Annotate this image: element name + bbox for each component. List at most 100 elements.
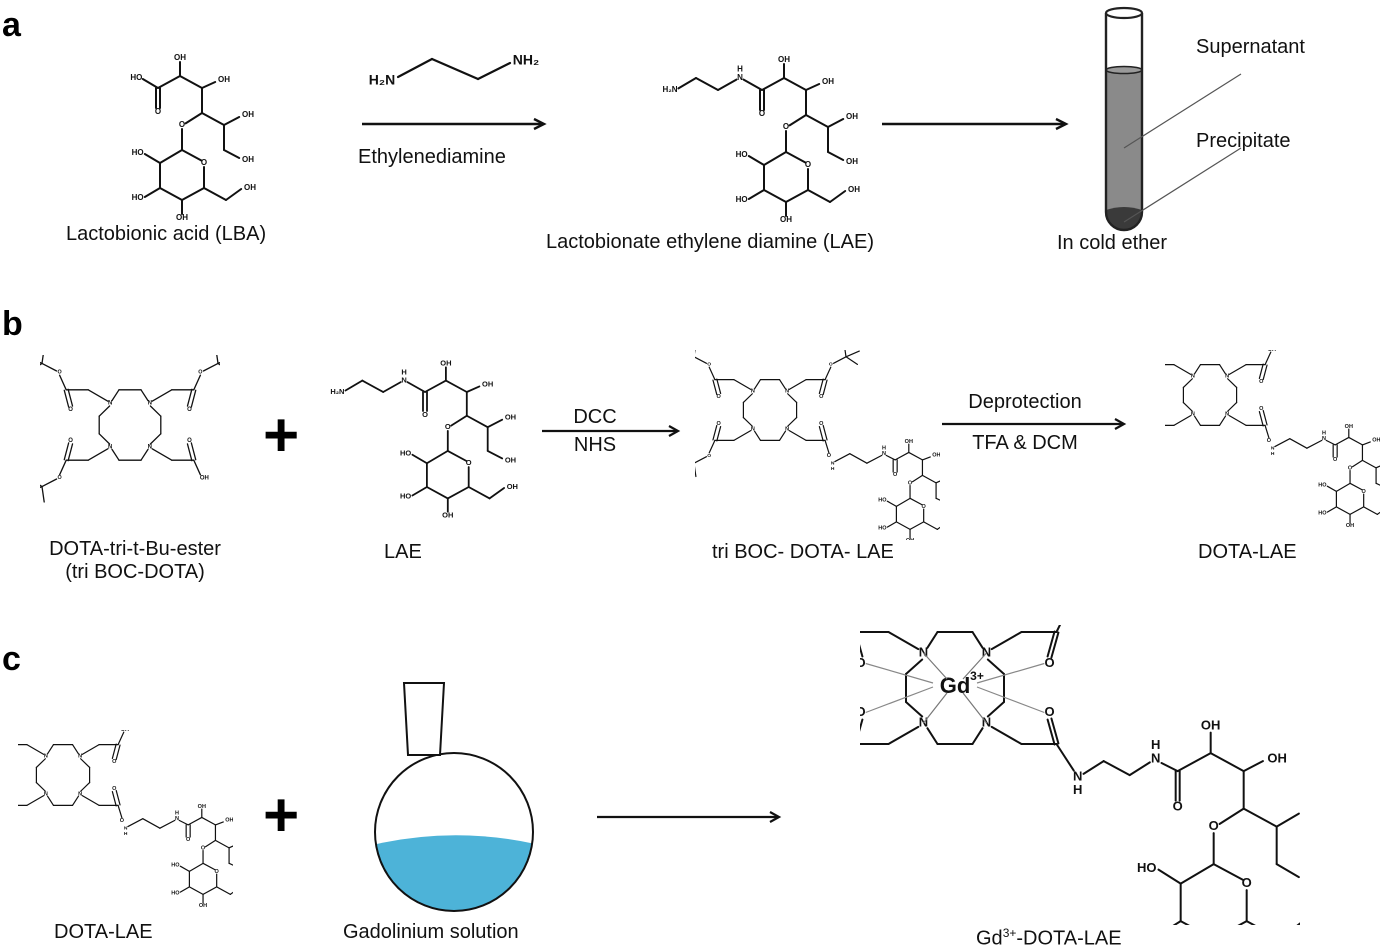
atom-label: O — [201, 845, 206, 851]
bond — [1262, 409, 1268, 426]
atom-label: HO — [130, 73, 142, 82]
panel-a-label: a — [2, 6, 21, 44]
bond — [223, 149, 241, 159]
bond — [228, 862, 233, 866]
bond — [1237, 920, 1248, 925]
bond — [860, 644, 864, 658]
supernatant-fill — [1106, 70, 1142, 214]
atom-label: O — [1333, 457, 1338, 463]
nhs-label: NHS — [573, 434, 617, 456]
bond — [1289, 438, 1308, 449]
bond — [1274, 438, 1291, 448]
atom-label: O — [179, 120, 185, 129]
bond — [834, 453, 851, 463]
bond — [181, 187, 205, 201]
atom-label: O — [1348, 465, 1353, 471]
bond — [1218, 415, 1227, 427]
bond — [117, 731, 125, 746]
reaction-arrow-c — [597, 811, 782, 823]
atom-label: N — [1191, 373, 1195, 379]
bond — [98, 433, 111, 445]
bond — [26, 744, 45, 755]
atom-label: N — [1191, 411, 1195, 417]
bond — [860, 718, 864, 732]
bond — [111, 389, 120, 402]
atom-label: O — [922, 504, 927, 510]
atom-label: N — [882, 451, 886, 457]
bond — [40, 484, 43, 488]
dota-lae-structure-b: NNNNOHOOOHOHOOONHNHOOHOHOHOHOOHOHOOHOH — [1165, 350, 1380, 529]
atom-label: O — [1242, 875, 1252, 890]
bond — [805, 83, 821, 91]
bond — [844, 350, 847, 358]
tri-boc-dota-label: DOTA-tri-t-Bu-ester (tri BOC-DOTA) — [30, 538, 240, 584]
bond — [1245, 920, 1256, 925]
bond — [140, 389, 149, 402]
bond — [361, 379, 385, 393]
bond — [845, 350, 860, 358]
bond — [1363, 506, 1378, 515]
atom-label: HO — [736, 150, 748, 159]
bond — [1228, 415, 1247, 427]
atom-label: O — [1044, 655, 1054, 670]
atom-label: OH — [780, 215, 792, 224]
bond — [761, 77, 785, 91]
atom-label: OH — [905, 439, 913, 445]
atom-label: O — [893, 472, 898, 478]
bond — [141, 78, 159, 89]
coordination-bond — [962, 652, 987, 680]
bond — [179, 886, 190, 893]
bond — [67, 388, 74, 407]
bond — [1264, 424, 1270, 439]
supernatant-label: Supernatant — [1196, 36, 1305, 58]
atom-label: O — [707, 362, 711, 368]
atom-label: N — [982, 644, 991, 659]
bond — [845, 356, 858, 365]
bond — [151, 448, 173, 461]
bond — [178, 819, 189, 826]
bond — [1349, 506, 1365, 515]
atom-label: OH — [906, 538, 914, 540]
bond — [886, 521, 897, 528]
bond — [35, 781, 46, 792]
atom-label: OH — [932, 452, 940, 458]
atom-label: O — [819, 394, 824, 400]
bond — [1179, 863, 1215, 885]
bond — [1176, 752, 1212, 773]
atom-label: OH — [846, 157, 858, 166]
bond — [87, 448, 109, 461]
plus-sign-b: + — [263, 401, 300, 470]
atom-label: O — [57, 370, 61, 376]
bond — [887, 631, 920, 651]
bond — [785, 189, 809, 203]
lae-label: Lactobionate ethylene diamine (LAE) — [546, 231, 874, 253]
gadolinium-charge-label: 3+ — [970, 669, 984, 683]
atom-label: OH — [242, 110, 254, 119]
bond — [936, 526, 940, 530]
atom-label: O — [1209, 818, 1219, 833]
bond — [763, 151, 787, 166]
atom-label: OH — [846, 112, 858, 121]
atom-label: H₂N — [369, 72, 395, 88]
bond — [1212, 863, 1244, 881]
atom-label: N — [1322, 436, 1326, 442]
bond — [805, 114, 829, 128]
bond — [909, 497, 923, 506]
bond — [426, 486, 449, 500]
atom-label: HO — [1137, 860, 1157, 875]
bond — [921, 474, 937, 484]
bond — [909, 521, 925, 530]
bond — [81, 795, 100, 807]
bond — [214, 821, 224, 826]
tri-boc-dota-lae-structure: NNNNOOOOOOOONHNHOOHOHOHOHOOHOHOOHOH — [695, 350, 940, 540]
bond — [63, 389, 70, 408]
atom-label: N — [785, 388, 789, 394]
atom-label: HO — [878, 526, 887, 532]
atom-label: N — [1225, 373, 1229, 379]
bond — [716, 378, 722, 395]
coordination-bond — [923, 692, 948, 724]
bond — [1046, 630, 1056, 658]
atom-label: OH — [242, 155, 254, 164]
bond — [143, 153, 161, 164]
